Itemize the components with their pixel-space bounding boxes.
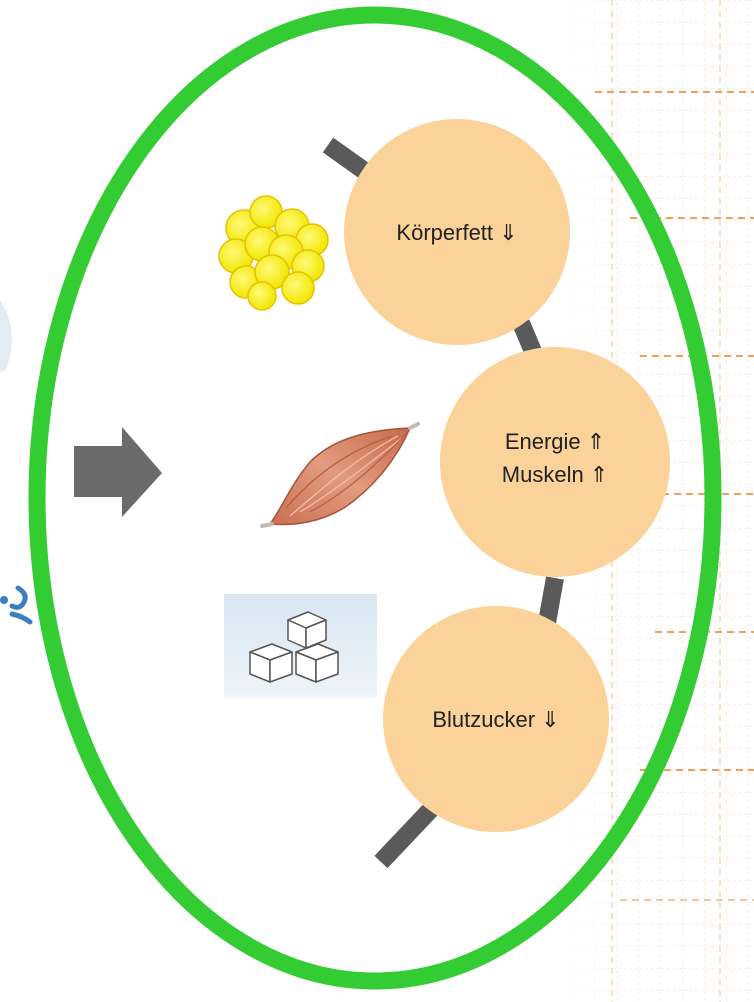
right-arrow-icon bbox=[74, 427, 162, 517]
node-label-blutzucker: Blutzucker ⇓ bbox=[432, 707, 559, 732]
left-edge-decoration bbox=[0, 300, 33, 625]
node-energie-muskeln: Energie ⇑ Muskeln ⇑ bbox=[440, 347, 670, 577]
sugar-cubes-icon bbox=[224, 594, 377, 698]
outer-ellipse bbox=[28, 6, 722, 990]
node-koerperfett: Körperfett ⇓ bbox=[344, 119, 570, 345]
fat-cells-icon bbox=[218, 195, 329, 311]
node-label-energie: Energie ⇑ bbox=[505, 429, 605, 454]
node-label-koerperfett: Körperfett ⇓ bbox=[396, 220, 517, 245]
connector-segment-bottom bbox=[374, 799, 441, 869]
muscle-icon bbox=[260, 422, 420, 528]
node-blutzucker: Blutzucker ⇓ bbox=[383, 606, 609, 832]
node-label-muskeln: Muskeln ⇑ bbox=[502, 462, 608, 487]
